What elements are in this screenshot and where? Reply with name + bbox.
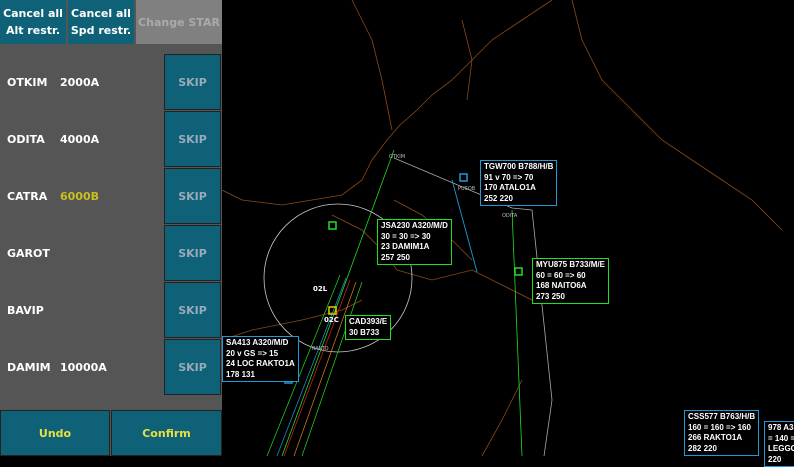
- aircraft-TGW700[interactable]: [459, 173, 468, 182]
- aircraft-CAD393[interactable]: [328, 306, 337, 315]
- fix-odita: ODITA: [502, 213, 518, 219]
- waypoint-row-garot: GAROT SKIP: [0, 225, 222, 282]
- runway-02c: 02C: [324, 316, 339, 324]
- star-panel: Cancel all Alt restr. Cancel all Spd res…: [0, 0, 222, 456]
- cancel-speed-restrictions-button[interactable]: Cancel all Spd restr.: [68, 0, 134, 44]
- runway-02l: 02L: [313, 285, 328, 293]
- altitude-restriction[interactable]: 2000A: [60, 76, 100, 89]
- cancel-alt-restrictions-button[interactable]: Cancel all Alt restr.: [0, 0, 66, 44]
- waypoint-name: ODITA: [7, 133, 45, 146]
- change-star-button[interactable]: Change STAR: [136, 0, 222, 44]
- waypoint-row-otkim: OTKIM 2000A SKIP: [0, 54, 222, 111]
- radar-map[interactable]: [222, 0, 794, 456]
- skip-button[interactable]: SKIP: [164, 339, 221, 395]
- altitude-restriction[interactable]: 6000B: [60, 190, 99, 203]
- altitude-restriction[interactable]: 4000A: [60, 133, 100, 146]
- skip-button[interactable]: SKIP: [164, 54, 221, 110]
- route-line: [393, 157, 553, 456]
- waypoint-name: OTKIM: [7, 76, 48, 89]
- waypoint-row-damim: DAMIM 10000A SKIP: [0, 339, 222, 396]
- confirm-button[interactable]: Confirm: [111, 410, 222, 456]
- fix-pusob: PUSOB: [458, 186, 476, 192]
- datablock-TGW700[interactable]: TGW700 B788/H/B 91 v 70 => 70 170 ATALO1…: [480, 160, 558, 206]
- datablock-CAD393[interactable]: CAD393/E 30 B733: [345, 315, 392, 340]
- fix-otkim: OTKIM: [389, 154, 406, 160]
- aircraft-MYU875[interactable]: [514, 267, 523, 276]
- datablock-CSS577[interactable]: CSS577 B763/H/B 160 = 160 => 160 266 RAK…: [684, 410, 760, 456]
- waypoint-name: CATRA: [7, 190, 48, 203]
- datablock-SA413[interactable]: SA413 A320/M/D 20 v GS => 15 24 LOC RAKT…: [222, 336, 299, 382]
- aircraft-JSA230[interactable]: [328, 221, 337, 230]
- skip-button[interactable]: SKIP: [164, 225, 221, 281]
- undo-button[interactable]: Undo: [0, 410, 110, 456]
- coastline: [222, 0, 783, 456]
- skip-button[interactable]: SKIP: [164, 111, 221, 167]
- datablock-978[interactable]: 978 A359/H/ = 140 => 1 LEGGO1A 220: [764, 421, 794, 467]
- waypoint-name: GAROT: [7, 247, 50, 260]
- fix-rakto: RAKTO: [312, 346, 329, 352]
- waypoint-name: BAVIP: [7, 304, 44, 317]
- waypoint-row-catra: CATRA 6000B SKIP: [0, 168, 222, 225]
- datablock-MYU875[interactable]: MYU875 B733/M/E 60 = 60 => 60 168 NAITO6…: [532, 258, 609, 304]
- waypoint-row-bavip: BAVIP SKIP: [0, 282, 222, 339]
- altitude-restriction[interactable]: 10000A: [60, 361, 107, 374]
- skip-button[interactable]: SKIP: [164, 168, 221, 224]
- waypoint-row-odita: ODITA 4000A SKIP: [0, 111, 222, 168]
- waypoint-name: DAMIM: [7, 361, 51, 374]
- datablock-JSA230[interactable]: JSA230 A320/M/D 30 = 30 => 30 23 DAMIM1A…: [377, 219, 452, 265]
- skip-button[interactable]: SKIP: [164, 282, 221, 338]
